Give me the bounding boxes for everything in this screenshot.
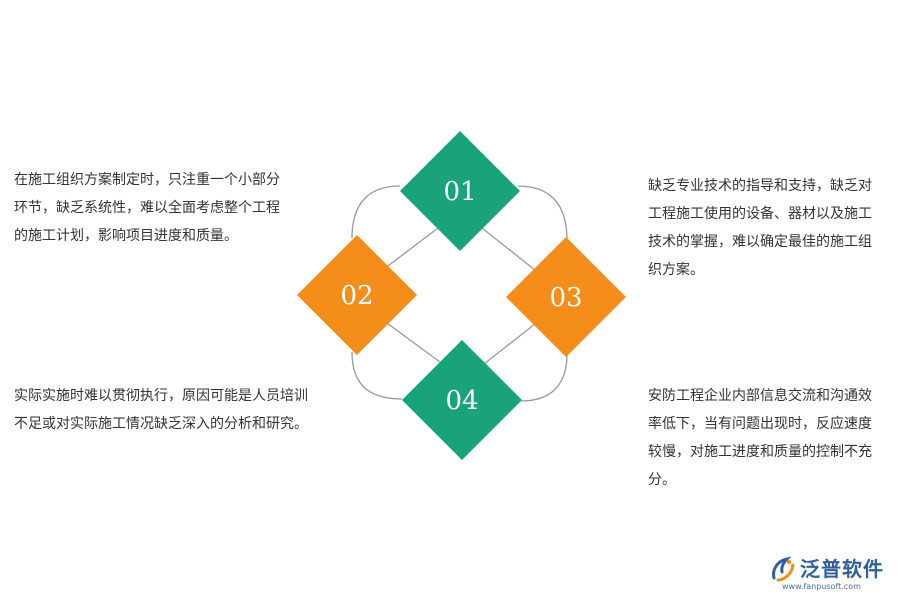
text-item-1: 在施工组织方案制定时，只注重一个小部分环节，缺乏系统性，难以全面考虑整个工程的施… <box>14 172 280 244</box>
diamond-04: 04 <box>402 340 522 460</box>
diamond-02-label: 02 <box>340 281 373 311</box>
diamond-04-shape <box>402 340 522 460</box>
diagonal-03-04 <box>483 319 541 365</box>
brand-logo: 泛普软件 www.fanpusoft.com <box>768 552 894 594</box>
loop-bottom-right <box>520 353 568 402</box>
logo-mark-icon <box>772 556 795 582</box>
diamond-02: 02 <box>297 235 417 355</box>
text-item-3: 缺乏专业技术的指导和支持，缺乏对工程施工使用的设备、器材以及施工技术的掌握，难以… <box>648 178 872 278</box>
text-item-4: 安防工程企业内部信息交流和沟通效率低下，当有问题出现时，反应速度较慢，对施工进度… <box>648 388 872 488</box>
diamond-01-label: 01 <box>443 177 476 207</box>
diagonal-02-04 <box>379 317 441 363</box>
text-item-2: 实际实施时难以贯彻执行，原因可能是人员培训不足或对实际施工情况缺乏深入的分析和研… <box>14 388 308 432</box>
diamond-03-label: 03 <box>549 283 582 313</box>
diamond-03: 03 <box>506 237 626 357</box>
loop-bottom-left <box>351 351 403 400</box>
loop-top-right <box>517 185 568 241</box>
logo-name: 泛普软件 <box>800 557 884 581</box>
diamond-04-label: 04 <box>445 386 478 416</box>
diagonal-01-02 <box>379 227 439 273</box>
diagonal-01-03 <box>481 227 541 275</box>
diamond-01: 01 <box>400 131 520 251</box>
loop-top-left <box>351 185 401 239</box>
diamond-02-shape <box>297 235 417 355</box>
diamond-01-shape <box>400 131 520 251</box>
connector-diagonals <box>379 227 541 365</box>
connector-loops <box>351 185 568 402</box>
diamond-03-shape <box>506 237 626 357</box>
logo-url: www.fanpusoft.com <box>782 582 861 591</box>
